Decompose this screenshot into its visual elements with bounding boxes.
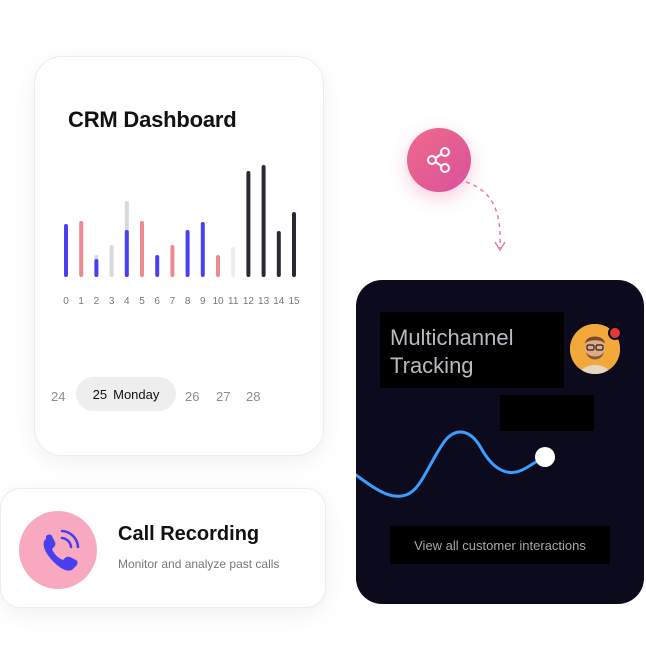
multichannel-title: Multichannel Tracking (390, 324, 570, 380)
x-tick-label-5: 5 (139, 296, 145, 307)
x-tick-label-10: 10 (212, 296, 224, 307)
x-tick-label-11: 11 (228, 296, 239, 307)
multichannel-tracking-card: Multichannel Tracking View all customer … (356, 280, 644, 604)
bar-13 (261, 165, 266, 277)
multichannel-title-box: Multichannel Tracking (380, 312, 564, 388)
bar-0 (64, 224, 68, 277)
share-icon (427, 147, 450, 173)
bar-14 (276, 231, 281, 277)
tracking-wave-line (356, 430, 555, 498)
x-tick-label-4: 4 (124, 296, 130, 307)
avatar-person-icon (570, 324, 620, 374)
date-active-number: 25 (92, 386, 108, 402)
phone-icon-circle (19, 511, 97, 589)
bar-4 (124, 230, 129, 277)
multichannel-title-line2: Tracking (390, 353, 474, 378)
bar-12 (246, 171, 251, 277)
bar-15 (292, 212, 296, 277)
bar-6 (155, 255, 160, 277)
bar-10 (216, 255, 220, 277)
x-tick-label-6: 6 (154, 296, 160, 307)
date-27[interactable]: 27 (216, 389, 231, 404)
bar-11 (231, 247, 236, 277)
date-25-active[interactable]: 25 Monday (76, 377, 176, 411)
x-tick-label-8: 8 (185, 296, 191, 307)
x-tick-label-1: 1 (78, 296, 84, 307)
multichannel-title-line1: Multichannel (390, 325, 514, 350)
x-tick-label-9: 9 (200, 296, 206, 307)
x-tick-label-13: 13 (258, 296, 270, 307)
x-tick-label-12: 12 (243, 296, 255, 307)
call-recording-title: Call Recording (118, 523, 260, 545)
x-tick-label-3: 3 (109, 296, 115, 307)
view-all-interactions-label: View all customer interactions (414, 537, 586, 553)
notification-dot (608, 326, 622, 340)
x-tick-label-2: 2 (94, 296, 100, 307)
date-selector: 24 25 Monday 26 27 28 (35, 377, 323, 417)
bar-2 (94, 259, 99, 277)
bar-1 (79, 221, 84, 277)
date-26[interactable]: 26 (185, 389, 200, 404)
x-tick-label-14: 14 (273, 296, 285, 307)
bar-5 (140, 221, 144, 277)
bar-8 (185, 230, 190, 277)
x-tick-label-0: 0 (63, 296, 69, 307)
bar-9 (200, 222, 205, 277)
x-tick-label-7: 7 (170, 296, 176, 307)
call-recording-subtitle: Monitor and analyze past calls (118, 557, 280, 571)
dashed-connector (465, 181, 506, 252)
avatar[interactable] (570, 324, 620, 374)
phone-icon (43, 529, 80, 571)
date-28[interactable]: 28 (246, 389, 261, 404)
call-recording-card[interactable]: Call Recording Monitor and analyze past … (0, 488, 326, 608)
bar-3 (109, 245, 114, 277)
crm-dashboard-title: CRM Dashboard (68, 107, 237, 132)
date-24[interactable]: 24 (51, 389, 66, 404)
share-button[interactable] (407, 128, 471, 192)
redacted-box (500, 395, 594, 431)
bar-7 (170, 245, 175, 277)
date-active-day: Monday (113, 386, 160, 402)
view-all-interactions-button[interactable]: View all customer interactions (390, 526, 610, 564)
x-tick-label-15: 15 (288, 296, 300, 307)
